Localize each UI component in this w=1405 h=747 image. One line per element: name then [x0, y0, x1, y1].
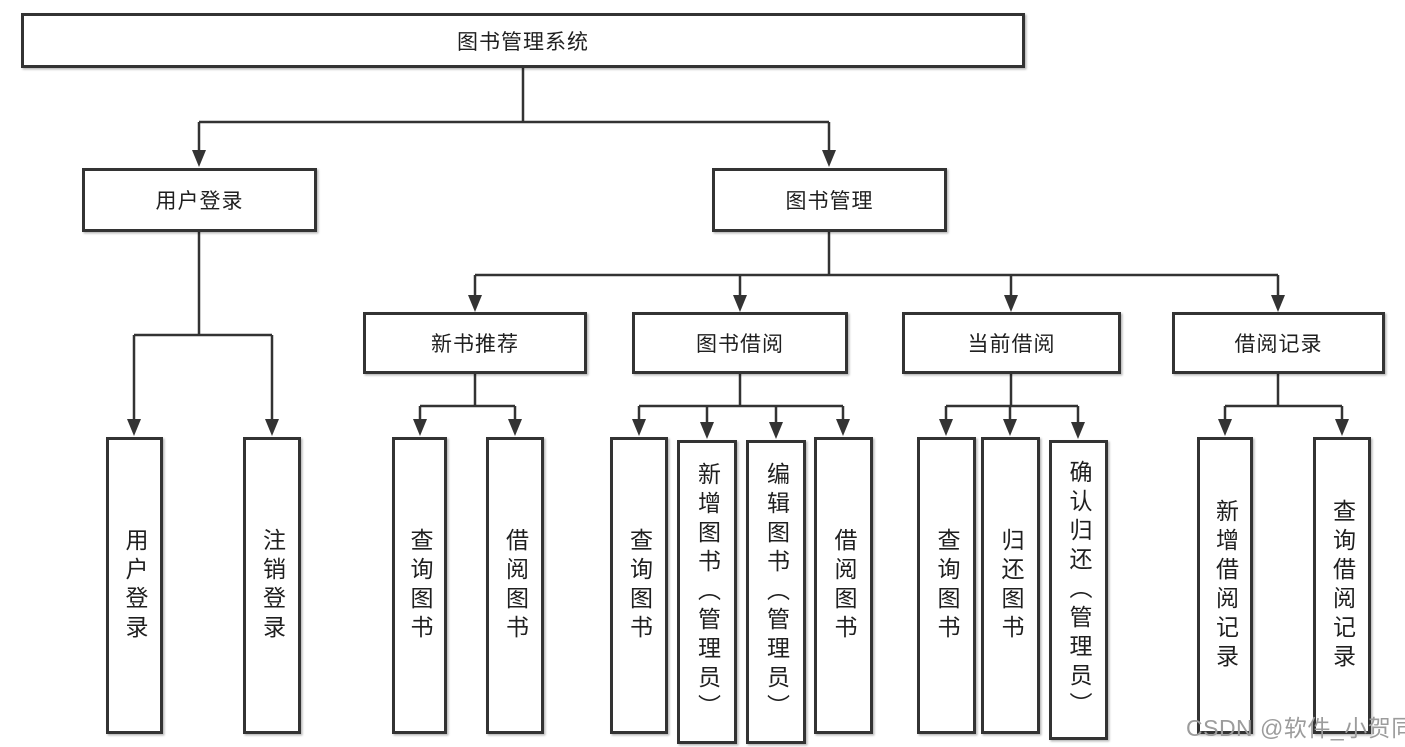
leaf-current-confirm-return-admin: 确认归还（管理员）: [1049, 440, 1108, 740]
node-new-book-recommendation: 新书推荐: [363, 312, 587, 374]
leaf-user-login: 用户登录: [106, 437, 163, 734]
leaf-borrow-query-book: 查询图书: [610, 437, 668, 734]
leaf-borrow-add-book-admin: 新增图书（管理员）: [677, 440, 737, 744]
leaf-logout: 注销登录: [243, 437, 301, 734]
node-book-management: 图书管理: [712, 168, 947, 232]
node-user-login: 用户登录: [82, 168, 317, 232]
node-current-borrowing: 当前借阅: [902, 312, 1121, 374]
node-root-system: 图书管理系统: [21, 13, 1025, 68]
leaf-borrow-borrow-book: 借阅图书: [814, 437, 873, 734]
leaf-borrow-edit-book-admin: 编辑图书（管理员）: [746, 440, 806, 744]
leaf-rec-borrow-book: 借阅图书: [486, 437, 544, 734]
node-book-borrowing: 图书借阅: [632, 312, 848, 374]
node-borrowing-records: 借阅记录: [1172, 312, 1385, 374]
leaf-current-return-book: 归还图书: [981, 437, 1040, 734]
leaf-record-query-borrow-record: 查询借阅记录: [1313, 437, 1371, 734]
csdn-watermark: CSDN @软件_小贺同学: [1186, 715, 1405, 741]
leaf-record-add-borrow-record: 新增借阅记录: [1197, 437, 1253, 734]
leaf-current-query-book: 查询图书: [917, 437, 976, 734]
leaf-rec-query-book: 查询图书: [392, 437, 447, 734]
